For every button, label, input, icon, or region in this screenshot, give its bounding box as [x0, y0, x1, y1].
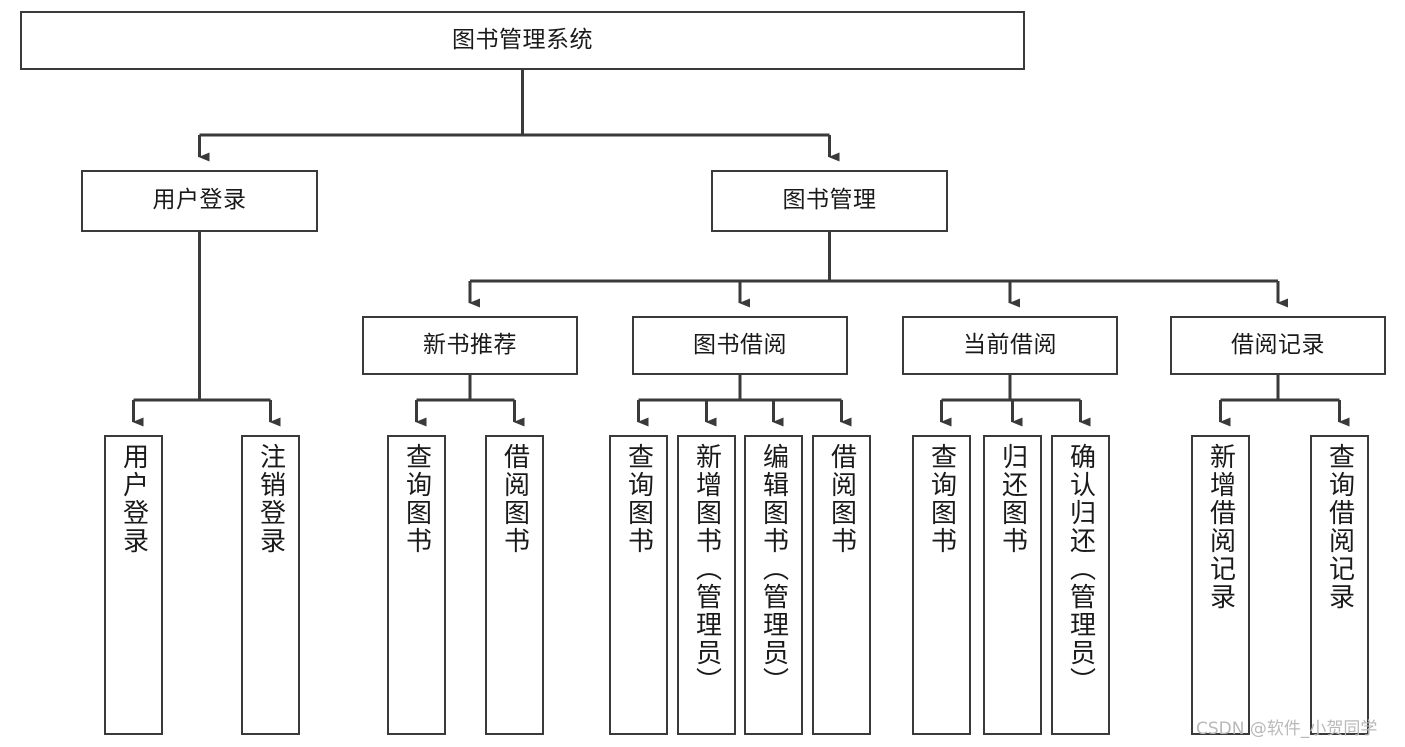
node-l2_2[interactable]: 图书管理 — [711, 170, 948, 232]
node-label: 用户登录 — [152, 187, 247, 214]
csdn-watermark: CSDN @软件_小贺同学 — [1196, 719, 1378, 739]
node-root[interactable]: 图书管理系统 — [20, 11, 1025, 70]
node-l4_3[interactable]: 查询图书 — [387, 435, 446, 735]
node-label: 借阅记录 — [1231, 331, 1325, 358]
node-label: 查询借阅记录 — [1324, 443, 1355, 611]
node-label: 查询图书 — [401, 443, 432, 555]
node-l4_11[interactable]: 确认归还（管理员） — [1051, 435, 1110, 735]
node-label: 新增借阅记录 — [1205, 443, 1236, 611]
node-label: 新书推荐 — [423, 331, 517, 358]
node-l4_4[interactable]: 借阅图书 — [485, 435, 544, 735]
node-label: 当前借阅 — [963, 331, 1057, 358]
node-l4_7[interactable]: 编辑图书（管理员） — [744, 435, 803, 735]
node-label: 查询图书 — [623, 443, 654, 555]
node-l4_9[interactable]: 查询图书 — [912, 435, 971, 735]
node-label: 注销登录 — [255, 443, 286, 555]
node-l4_6[interactable]: 新增图书（管理员） — [677, 435, 736, 735]
node-l4_10[interactable]: 归还图书 — [983, 435, 1042, 735]
node-l4_13[interactable]: 查询借阅记录 — [1310, 435, 1369, 735]
node-label: 查询图书 — [926, 443, 957, 555]
node-l3_2[interactable]: 图书借阅 — [632, 316, 848, 375]
node-label: 编辑图书（管理员） — [758, 443, 789, 695]
node-label: 确认归还（管理员） — [1065, 443, 1096, 695]
node-l4_8[interactable]: 借阅图书 — [812, 435, 871, 735]
node-label: 新增图书（管理员） — [691, 443, 722, 695]
node-l4_12[interactable]: 新增借阅记录 — [1191, 435, 1250, 735]
node-l4_2[interactable]: 注销登录 — [241, 435, 300, 735]
node-label: 图书管理系统 — [452, 26, 593, 53]
node-l2_1[interactable]: 用户登录 — [81, 170, 318, 232]
node-label: 归还图书 — [997, 443, 1028, 555]
node-l4_5[interactable]: 查询图书 — [609, 435, 668, 735]
node-label: 借阅图书 — [499, 443, 530, 555]
node-label: 图书管理 — [782, 187, 877, 214]
node-label: 借阅图书 — [826, 443, 857, 555]
node-l3_4[interactable]: 借阅记录 — [1170, 316, 1386, 375]
node-label: 用户登录 — [118, 443, 149, 555]
node-l3_1[interactable]: 新书推荐 — [362, 316, 578, 375]
node-l3_3[interactable]: 当前借阅 — [902, 316, 1118, 375]
node-label: 图书借阅 — [693, 331, 787, 358]
node-l4_1[interactable]: 用户登录 — [104, 435, 163, 735]
